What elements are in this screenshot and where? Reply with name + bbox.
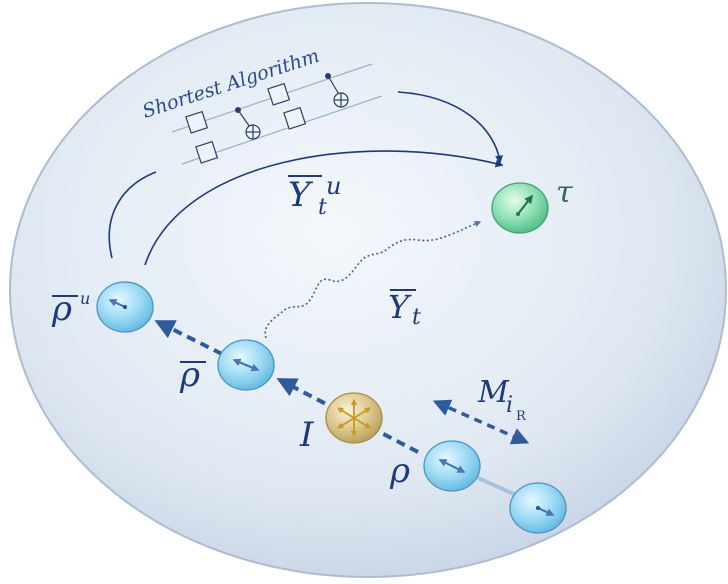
state-rho-bar-u [96,281,154,333]
axis-rhobar-to-rhobaru [154,320,223,356]
label-identity: I [299,415,314,455]
axis-extension [477,476,515,496]
cnot-link-2 [327,75,341,97]
svg-text:t: t [412,305,421,330]
gamma-u-path-outer [108,171,157,259]
state-rho-bar [217,339,275,391]
svg-text:ρ: ρ [179,355,200,395]
svg-text:ρ: ρ [389,451,410,491]
label-rho-bar: ρ [179,355,206,395]
label-rho: ρ [389,451,410,491]
control-dot-2 [325,72,332,79]
circuit-gates [185,72,349,164]
label-gamma-t: Y t [388,288,421,330]
gate-box-1 [185,110,209,134]
state-rho [423,440,481,492]
state-space-sphere [9,2,727,578]
state-extra [509,482,567,534]
svg-text:Y: Y [288,175,314,215]
state-tau [491,182,549,234]
gamma-u-path [144,150,504,266]
svg-text:R: R [516,409,527,424]
gate-box-2 [195,140,219,164]
circuit-to-tau-arrow [397,91,504,164]
svg-text:τ: τ [556,175,573,210]
svg-text:i: i [506,393,513,418]
svg-text:u: u [80,289,90,308]
svg-text:t: t [318,195,327,220]
control-dot-1 [235,106,242,113]
measurement-arrow [432,399,530,445]
label-measurement: M i R [477,375,527,424]
gate-box-3 [267,82,291,106]
svg-text:M: M [477,375,510,410]
svg-text:u: u [326,172,341,200]
label-rho-bar-u: ρ u [51,289,90,329]
svg-text:Y: Y [388,288,412,326]
svg-text:I: I [299,415,314,455]
identity-channel [325,392,383,444]
label-tau: τ [556,175,573,210]
svg-text:ρ: ρ [51,289,72,329]
label-gamma-t-u: Y t u [288,172,341,220]
gate-box-4 [283,106,307,130]
